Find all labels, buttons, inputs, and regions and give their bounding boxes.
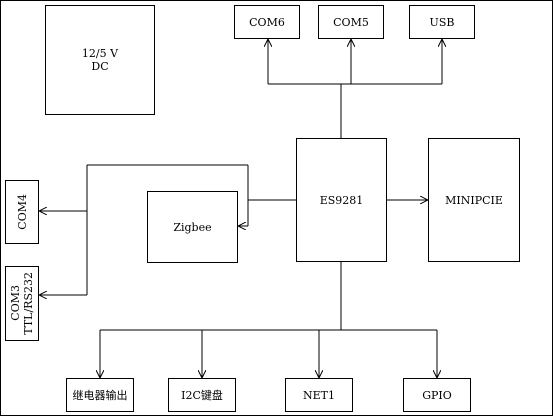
net1-box: NET1	[285, 378, 353, 412]
i2c-keyboard-box: I2C键盘	[168, 378, 236, 412]
minipcie-box: MINIPCIE	[428, 138, 520, 262]
zigbee-box: Zigbee	[147, 191, 238, 263]
gpio-box: GPIO	[403, 378, 471, 412]
usb-box: USB	[409, 5, 475, 39]
com5-box: COM5	[318, 5, 384, 39]
com3-label: COM3 TTL/RS232	[9, 272, 35, 335]
com6-box: COM6	[234, 5, 300, 39]
com4-box: COM4	[5, 180, 39, 244]
relay-output-box: 继电器输出	[66, 378, 134, 412]
power-box: 12/5 V DC	[45, 5, 155, 115]
com4-label: COM4	[15, 194, 29, 230]
es9281-box: ES9281	[296, 138, 387, 262]
com3-box: COM3 TTL/RS232	[5, 266, 39, 341]
